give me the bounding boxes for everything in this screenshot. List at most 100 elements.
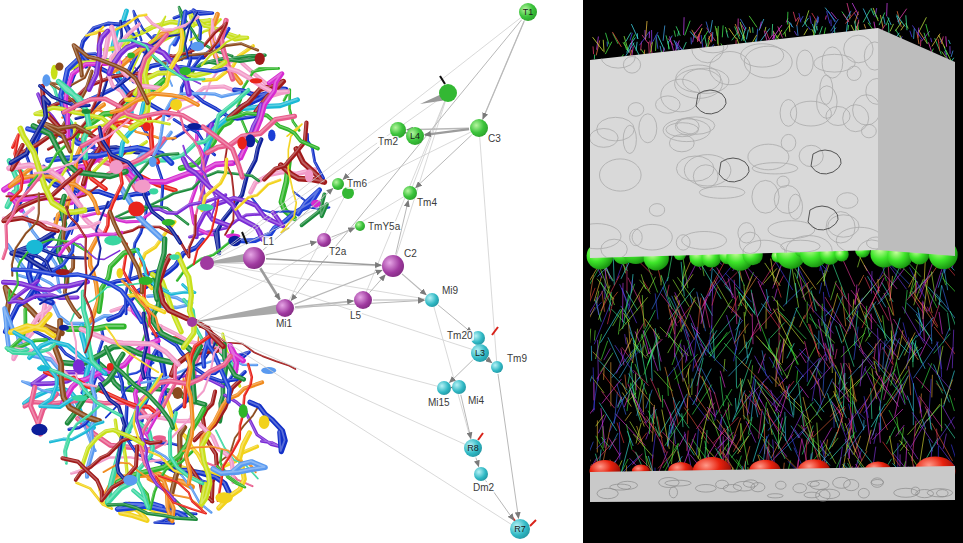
fiber (841, 363, 849, 402)
fiber (775, 392, 785, 412)
fiber (650, 348, 658, 371)
fiber (835, 349, 837, 359)
fiber (788, 411, 803, 441)
fiber-tip (676, 26, 680, 35)
neurite-highlight (67, 326, 123, 329)
fiber (625, 412, 631, 421)
fiber (879, 384, 902, 417)
fiber (766, 386, 793, 417)
fiber (594, 330, 596, 340)
fiber (806, 402, 814, 411)
fiber-tip (805, 10, 809, 22)
fiber (589, 442, 593, 453)
fiber (695, 395, 707, 412)
fiber (699, 344, 727, 372)
fiber (787, 335, 798, 364)
fiber (703, 276, 719, 306)
fiber (906, 303, 918, 315)
fiber (677, 277, 700, 309)
fiber-tip (772, 24, 774, 36)
fiber-tip (890, 24, 893, 32)
neurite-highlight (81, 429, 142, 466)
fiber (943, 328, 949, 343)
fiber-tip (729, 28, 736, 39)
bouton (162, 219, 175, 226)
fiber (936, 294, 956, 320)
fiber (712, 287, 717, 305)
neurite (110, 212, 142, 292)
bouton (109, 160, 123, 174)
fiber (748, 337, 752, 349)
fiber-tip (898, 9, 907, 22)
fiber-tip (660, 46, 661, 52)
fiber (849, 416, 852, 441)
fiber (596, 436, 604, 452)
fiber-tip (607, 42, 608, 47)
fiber (627, 383, 631, 412)
fiber (599, 403, 617, 431)
fiber-tip (825, 16, 826, 20)
fiber-tip (951, 51, 953, 57)
fiber (865, 368, 881, 402)
fiber (910, 292, 924, 313)
fiber (585, 285, 607, 320)
fiber (675, 292, 687, 319)
fiber-tip (701, 35, 703, 48)
fiber (765, 263, 781, 286)
neurite (66, 207, 94, 352)
fiber (744, 334, 746, 348)
fiber-tip (712, 32, 714, 41)
fiber (668, 425, 670, 446)
fiber (689, 396, 708, 421)
fiber (823, 292, 825, 322)
fiber (779, 416, 786, 444)
fiber (736, 287, 756, 315)
neurite (284, 90, 299, 131)
fiber (736, 357, 738, 388)
fiber-tip (799, 13, 801, 22)
fiber (797, 370, 798, 382)
fiber (948, 313, 950, 331)
fiber (919, 264, 932, 299)
fiber (741, 424, 748, 465)
neurite-highlight (201, 35, 239, 65)
neurite (202, 433, 210, 504)
fiber-tip (783, 25, 790, 34)
neurite-highlight (111, 93, 197, 112)
fiber-tip (794, 31, 797, 35)
neurite (186, 356, 193, 484)
bouton (259, 415, 270, 429)
fiber (874, 433, 877, 444)
fiber-tip (766, 31, 769, 39)
fiber (763, 402, 767, 432)
fiber (834, 391, 843, 417)
fiber (780, 392, 811, 423)
fiber (853, 299, 854, 315)
fiber (931, 318, 933, 344)
fiber (777, 300, 781, 323)
bouton (215, 492, 232, 503)
fiber (899, 440, 908, 451)
neurite (14, 332, 73, 407)
fiber (725, 435, 736, 458)
fiber-tip (895, 22, 902, 31)
neurite-highlight (6, 344, 54, 354)
neurite (264, 123, 306, 180)
neurite-highlight (264, 122, 306, 179)
neurite (13, 270, 142, 322)
fiber (743, 415, 773, 448)
fiber (796, 308, 816, 342)
fiber (748, 417, 752, 435)
fiber (901, 427, 903, 444)
fiber (630, 421, 641, 440)
fiber (738, 436, 749, 454)
fiber-tip (897, 15, 906, 27)
fiber-tip (788, 21, 793, 27)
bouton (153, 435, 166, 440)
neurite (142, 356, 230, 400)
fiber (644, 421, 653, 433)
fiber (827, 393, 838, 428)
fiber (593, 382, 594, 400)
fiber (762, 350, 764, 361)
fiber (846, 399, 868, 428)
